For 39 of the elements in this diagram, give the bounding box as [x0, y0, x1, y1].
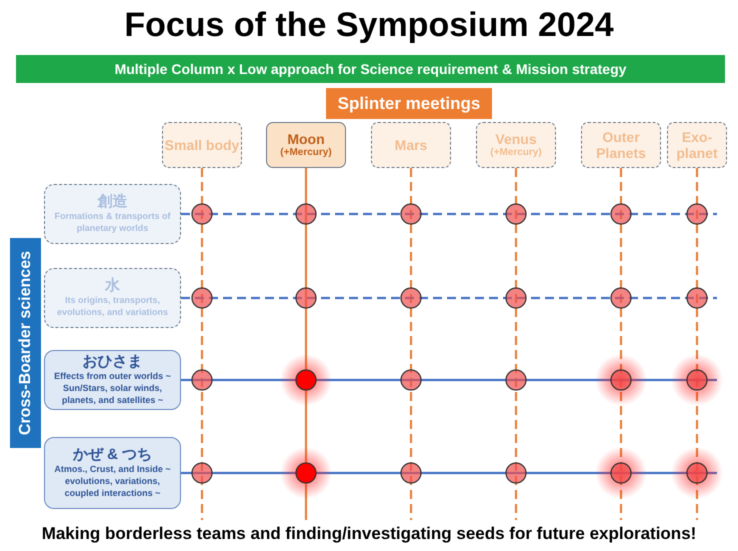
row-title: かぜ & つち: [72, 446, 152, 464]
column-note: (+Mercury): [490, 147, 542, 159]
row-description: Effects from outer worlds ~ Sun/Stars, solar winds, planets, and satellites ~: [53, 371, 172, 407]
planet-column-box: [371, 122, 451, 168]
row-title: 創造: [98, 193, 128, 212]
row-description: Formations & transports of planetary worlds: [53, 211, 172, 235]
column-title: Outer Planets: [595, 128, 647, 162]
row-title: 水: [105, 277, 120, 296]
column-line: [200, 168, 204, 520]
science-row-box: [44, 437, 181, 509]
row-title: おひさま: [82, 353, 142, 372]
row-description: Atmos., Crust, and Inside ~ evolutions, variations, coupled interactions ~: [53, 464, 172, 500]
row-line: [181, 296, 717, 300]
science-row-box: [44, 350, 181, 410]
planet-column-box: [266, 122, 346, 168]
column-title: Exo-planet: [675, 128, 719, 162]
column-title: Moon: [287, 131, 325, 148]
planet-column-box: [667, 122, 727, 168]
science-row-box: [44, 184, 181, 244]
row-line: [181, 212, 717, 216]
subtitle-banner: [16, 55, 725, 83]
column-line: [410, 168, 412, 520]
title: Focus of the Symposium 2024: [123, 6, 615, 45]
planet-column-box: [476, 122, 556, 168]
column-title: Mars: [394, 136, 428, 154]
banner-text: Multiple Column x Low approach for Science requirement & Mission strategy: [114, 61, 626, 77]
column-title: Venus: [495, 131, 537, 148]
section-header: [326, 88, 492, 119]
science-row-box: [44, 268, 181, 328]
side-band-text: Cross-Boarder sciences: [16, 250, 34, 436]
planet-column-box: [581, 122, 661, 168]
column-title: Small body: [164, 136, 240, 154]
side-band: [10, 238, 41, 448]
column-note: (+Mercury): [280, 147, 332, 159]
caption: Making borderless teams and finding/investigating seeds for future explorations!: [40, 524, 698, 544]
planet-column-box: [162, 122, 242, 168]
column-line: [514, 168, 518, 520]
header-text: Splinter meetings: [338, 94, 480, 114]
row-description: Its origins, transports, evolutions, and variations: [56, 295, 170, 319]
